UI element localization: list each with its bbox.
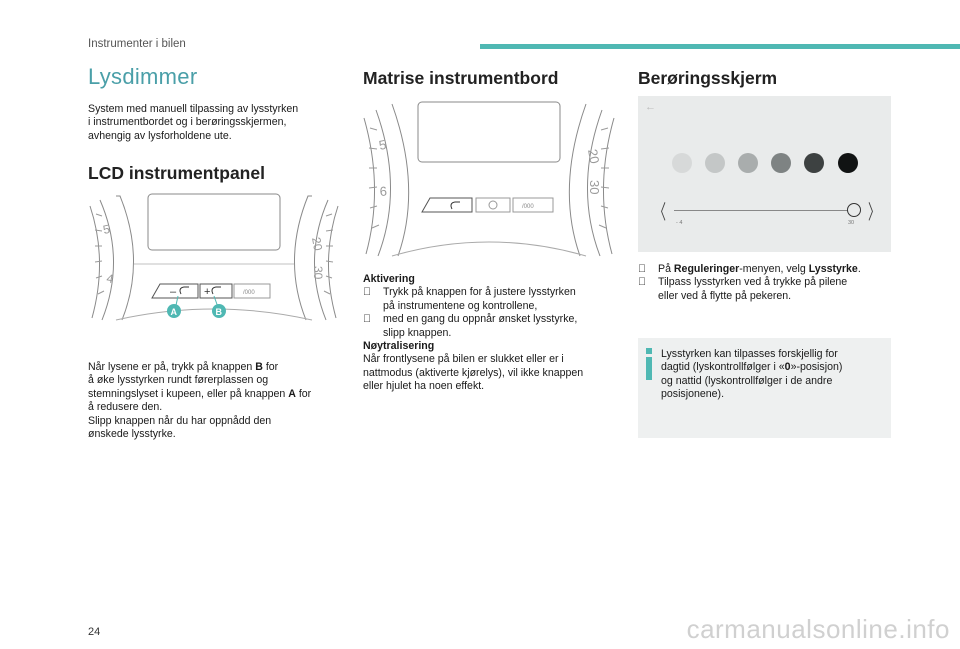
svg-text:5: 5 bbox=[378, 137, 388, 153]
lcd-instructions: Når lysene er på, trykk på knappen B for… bbox=[88, 361, 312, 441]
info-icon bbox=[646, 348, 652, 380]
section-title-lysdimmer: Lysdimmer bbox=[88, 64, 198, 89]
svg-text:+: + bbox=[204, 286, 210, 298]
info-text: Lysstyrken kan tilpasses forskjellig for… bbox=[661, 348, 843, 401]
bullet-icon:  bbox=[638, 263, 646, 276]
swatch-circle[interactable] bbox=[771, 153, 791, 173]
section-title-matrise: Matrise instrumentbord bbox=[363, 68, 559, 88]
page-number: 24 bbox=[88, 626, 101, 638]
swatch-circle[interactable] bbox=[804, 153, 824, 173]
bullet-icon:  bbox=[363, 313, 371, 326]
list-item:  Tilpass lysstyrken ved å trykke på pil… bbox=[638, 276, 896, 303]
svg-text:30: 30 bbox=[311, 266, 325, 280]
swatch-circle[interactable] bbox=[672, 153, 692, 173]
site-watermark: carmanualsonline.info bbox=[686, 614, 950, 644]
matrix-instructions: Aktivering  Trykk på knappen for å just… bbox=[363, 273, 621, 394]
svg-text:/000: /000 bbox=[243, 290, 255, 296]
slider-handle[interactable] bbox=[847, 203, 861, 217]
svg-text:20: 20 bbox=[309, 236, 325, 252]
touchscreen-illustration bbox=[638, 96, 891, 252]
chevron-left-icon[interactable]: 〈 bbox=[654, 202, 666, 224]
bullet-icon:  bbox=[638, 276, 646, 289]
neutral-heading: Nøytralisering bbox=[363, 340, 435, 353]
lcd-dashboard-illustration: 5 4 20 30 – + /000 A B bbox=[89, 193, 339, 321]
chevron-right-icon[interactable]: 〉 bbox=[868, 202, 880, 224]
intro-line: avhengig av lysforholdene ute. bbox=[88, 129, 232, 142]
svg-text:5: 5 bbox=[102, 222, 112, 237]
callout-a-label: A bbox=[171, 307, 178, 317]
header-accent-bar bbox=[480, 44, 960, 49]
bullet-icon:  bbox=[363, 286, 371, 299]
swatch-circle[interactable] bbox=[838, 153, 858, 173]
slider-max-label: 30 bbox=[848, 220, 855, 226]
intro-paragraph: System med manuell tilpassing av lysstyr… bbox=[88, 103, 348, 143]
svg-text:6: 6 bbox=[379, 184, 387, 199]
section-title-lcd: LCD instrumentpanel bbox=[88, 163, 265, 183]
list-item:  med en gang du oppnår ønsket lysstyrke… bbox=[363, 313, 621, 340]
matrix-dashboard-illustration: 5 6 20 30 /000 bbox=[363, 101, 615, 257]
intro-line: i instrumentbordet og i berøringsskjerme… bbox=[88, 116, 287, 129]
svg-text:/000: /000 bbox=[522, 204, 534, 210]
list-item:  På Reguleringer-menyen, velg Lysstyrke… bbox=[638, 263, 896, 276]
swatch-circle[interactable] bbox=[705, 153, 725, 173]
intro-line: System med manuell tilpassing av lysstyr… bbox=[88, 103, 299, 115]
back-arrow-icon[interactable]: ← bbox=[645, 101, 656, 113]
callout-b-label: B bbox=[216, 307, 223, 317]
activation-heading: Aktivering bbox=[363, 273, 415, 285]
running-header: Instrumenter i bilen bbox=[88, 38, 186, 50]
slider-min-label: - 4 bbox=[676, 220, 683, 226]
list-item:  Trykk på knappen for å justere lysstyr… bbox=[363, 286, 621, 313]
slider-track[interactable] bbox=[674, 210, 854, 211]
svg-text:20: 20 bbox=[585, 148, 602, 165]
callout-b-badge bbox=[212, 304, 226, 318]
svg-text:–: – bbox=[170, 286, 177, 298]
svg-text:4: 4 bbox=[105, 271, 114, 286]
callout-a-badge bbox=[167, 304, 181, 318]
touchscreen-instructions:  På Reguleringer-menyen, velg Lysstyrke… bbox=[638, 263, 896, 303]
svg-text:30: 30 bbox=[587, 180, 602, 194]
swatch-circle[interactable] bbox=[738, 153, 758, 173]
info-box bbox=[638, 338, 891, 438]
section-title-touchscreen: Berøringsskjerm bbox=[638, 68, 778, 88]
